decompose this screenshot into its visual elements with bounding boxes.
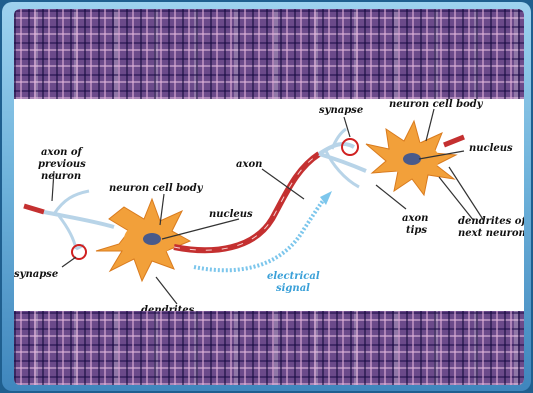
label-axon-of-previous-neuron-1: axon of [41,147,84,158]
label-electrical-signal-1: electrical [267,271,320,282]
slide: axon of previous neuron synapse neuron c… [14,9,524,385]
label-electrical-signal-2: signal [276,283,310,294]
decorative-band-bottom [14,311,524,385]
label-dendrites-of-next-neuron-2: next neuron [458,228,524,239]
label-axon: axon [236,159,262,170]
nucleus-left [143,233,161,245]
label-axon-tips-2: tips [406,225,427,236]
label-synapse-left: synapse [14,269,58,280]
previous-neuron-axon [24,191,114,249]
label-dendrites-of-next-neuron-1: dendrites of [458,216,524,227]
decorative-band-top [14,9,524,99]
label-axon-tips-1: axon [402,213,428,224]
label-nucleus-right: nucleus [469,143,513,154]
nucleus-right [403,153,421,165]
label-axon-of-previous-neuron-2: previous [38,159,86,170]
label-synapse-right: synapse [319,105,363,116]
label-nucleus-left: nucleus [209,209,253,220]
label-neuron-cell-body-right: neuron cell body [389,99,484,110]
neuron-left [96,199,190,281]
neuron-right [366,121,464,195]
axon-tips [319,129,366,187]
label-neuron-cell-body-left: neuron cell body [109,183,204,194]
neuron-diagram: axon of previous neuron synapse neuron c… [14,99,524,311]
label-axon-of-previous-neuron-3: neuron [41,171,81,182]
